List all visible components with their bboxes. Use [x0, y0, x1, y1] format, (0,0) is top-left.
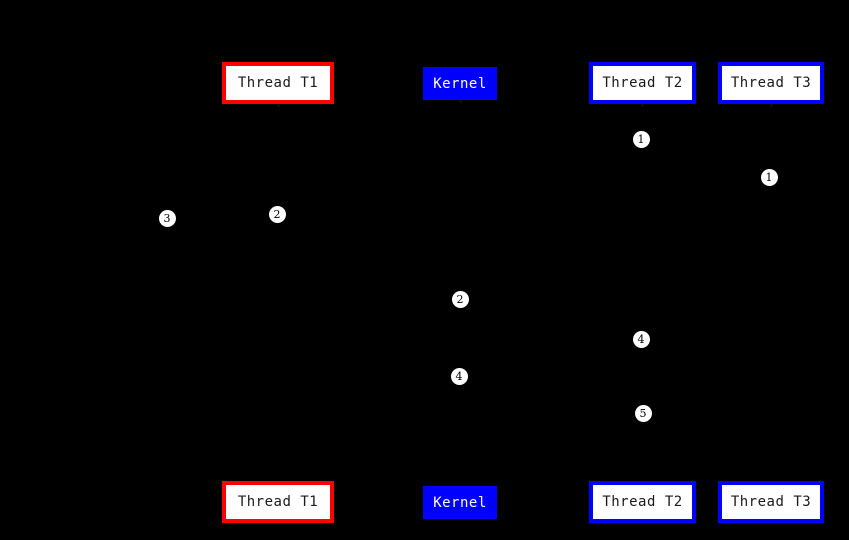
participant-kernel-top[interactable]: Kernel — [423, 67, 497, 100]
step-number: 2 — [273, 207, 281, 221]
participant-label: Thread T3 — [730, 75, 812, 91]
participant-t1-top[interactable]: Thread T1 — [222, 62, 334, 104]
participant-t1-bottom[interactable]: Thread T1 — [222, 481, 334, 523]
marker-kernel-2: 2 — [451, 290, 469, 308]
participant-label: Kernel — [433, 75, 487, 92]
participant-t2-top[interactable]: Thread T2 — [589, 62, 696, 104]
marker-t2-5: 5 — [634, 404, 652, 422]
marker-t2-4: 4 — [632, 330, 650, 348]
lifeline-kernel-tick — [459, 100, 462, 103]
marker-t1-2: 2 — [268, 205, 286, 223]
step-number: 5 — [639, 406, 647, 420]
lifeline-t2-tick — [641, 104, 644, 107]
step-number: 1 — [765, 170, 773, 184]
marker-t1-3: 3 — [158, 209, 176, 227]
participant-label: Thread T2 — [602, 75, 683, 91]
participant-label: Thread T2 — [602, 494, 683, 510]
marker-t3-1: 1 — [760, 168, 778, 186]
participant-label: Thread T3 — [730, 494, 812, 510]
lifeline-t3 — [771, 104, 772, 481]
step-number: 4 — [455, 369, 463, 383]
participant-t3-bottom[interactable]: Thread T3 — [718, 481, 824, 523]
step-number: 3 — [163, 211, 171, 225]
participant-label: Thread T1 — [237, 75, 319, 91]
participant-kernel-bottom[interactable]: Kernel — [423, 486, 497, 519]
step-number: 4 — [637, 332, 645, 346]
marker-t2-1: 1 — [632, 130, 650, 148]
participant-label: Thread T1 — [237, 494, 319, 510]
lifeline-t2 — [642, 104, 643, 481]
participant-t2-bottom[interactable]: Thread T2 — [589, 481, 696, 523]
marker-kernel-4: 4 — [450, 367, 468, 385]
participant-t3-top[interactable]: Thread T3 — [718, 62, 824, 104]
lifeline-t1-tick — [277, 104, 280, 107]
step-number: 2 — [456, 292, 464, 306]
lifeline-t3-tick — [770, 104, 773, 107]
step-number: 1 — [637, 132, 645, 146]
lifeline-t1 — [278, 104, 279, 481]
participant-label: Kernel — [433, 494, 487, 511]
